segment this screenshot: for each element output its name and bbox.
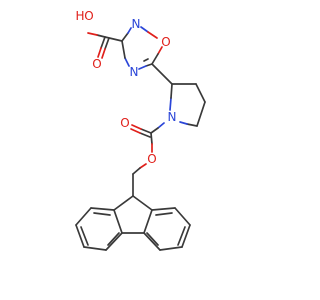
bond-n-cc (150, 127, 159, 134)
bond-c5-n4-n (138, 65, 147, 70)
atom-label-hydroxyl-o: O (84, 9, 93, 23)
bond-c5-n4-double (143, 58, 149, 62)
atom-labels: H O O N O N N O O (75, 9, 176, 166)
bond-cooh-co-a (100, 36, 106, 49)
bond-o1-c5 (151, 53, 159, 65)
bond-cc-o-b (139, 132, 151, 138)
atom-label-acid-carbonyl-o: O (92, 57, 101, 71)
bond-c3-n2-a (121, 32, 129, 42)
bond-c5-n4 (145, 63, 153, 67)
bond-cooh-oh (96, 34, 106, 38)
bond-c4-c5 (196, 101, 206, 127)
molecule-diagram: H O O N O N N O O (75, 9, 206, 251)
bond-l-inner-3 (107, 232, 120, 246)
bond-c9a-c4a (143, 209, 153, 234)
atom-label-ring-o1: O (161, 35, 170, 49)
bond-r-inner-3 (146, 232, 159, 246)
bond-c3-n2-b (127, 27, 132, 34)
bond-l5 (105, 232, 123, 251)
bond-r-inner-1 (155, 212, 173, 216)
bond-l-inner-1 (93, 212, 111, 216)
bond-n2-o1 (140, 26, 149, 33)
bond-n2-o1-o (147, 31, 158, 39)
bond-l1 (90, 207, 115, 211)
bond-n4-c3-n (124, 57, 130, 67)
atom-label-carbamate-carbonyl-o: O (120, 116, 129, 130)
bond-r5 (143, 232, 161, 251)
bond-cc-o-a (140, 128, 152, 134)
bond-l2 (75, 207, 92, 226)
bond-cooh-co-b (104, 37, 110, 50)
carboxylic-acid-group (87, 32, 123, 59)
fluorenyl-group (75, 195, 191, 251)
bond-n-c2-n (169, 97, 172, 111)
bond-r1 (151, 207, 176, 211)
oxadiazole-ring (121, 26, 163, 70)
atom-label-hydroxyl-h: H (75, 9, 84, 23)
bond-c9b-c4b (113, 209, 123, 234)
bond-o1-c5-o (157, 46, 163, 55)
bond-r2 (174, 207, 191, 226)
bond-c5-n (186, 123, 198, 127)
bond-c9-c9a (132, 195, 153, 211)
bond-l3 (75, 224, 85, 248)
bond-cooh-co-o-b (101, 48, 106, 59)
bond-n-c2 (170, 83, 173, 99)
bond-cc-o-a-o (131, 124, 142, 130)
bond-r3 (181, 224, 191, 248)
structure-svg: H O O N O N N O O (75, 9, 206, 251)
atom-label-carbamate-ester-o: O (147, 152, 156, 166)
bond-oester-ch2-o (139, 163, 147, 169)
bond-r-inner-2 (177, 226, 186, 246)
bond-c5-n-n (179, 121, 188, 125)
bond-c5-c2p (151, 63, 173, 85)
bond-c9-c9b (113, 195, 134, 211)
atom-label-pyrrolidine-n: N (168, 110, 177, 124)
bond-cc-oester (150, 132, 153, 145)
bond-oester-ch2 (132, 167, 141, 175)
bond-cooh-oh-o (87, 32, 98, 36)
bond-n-cc-n (157, 122, 165, 129)
carbamate-group (130, 122, 165, 197)
bond-cooh-ring (104, 36, 123, 42)
bond-l-inner-2 (80, 226, 89, 246)
bond-cooh-co-o-a (97, 47, 102, 58)
bond-n4-c3 (121, 40, 126, 59)
pyrrolidine-ring (151, 63, 206, 127)
bond-l4 (83, 246, 107, 251)
atom-label-ring-n2: N (132, 17, 141, 31)
bond-r4 (159, 246, 183, 251)
atom-label-ring-n4: N (130, 65, 139, 79)
bond-c3-c4 (195, 83, 206, 103)
bond-cc-o-b-o (130, 128, 141, 134)
